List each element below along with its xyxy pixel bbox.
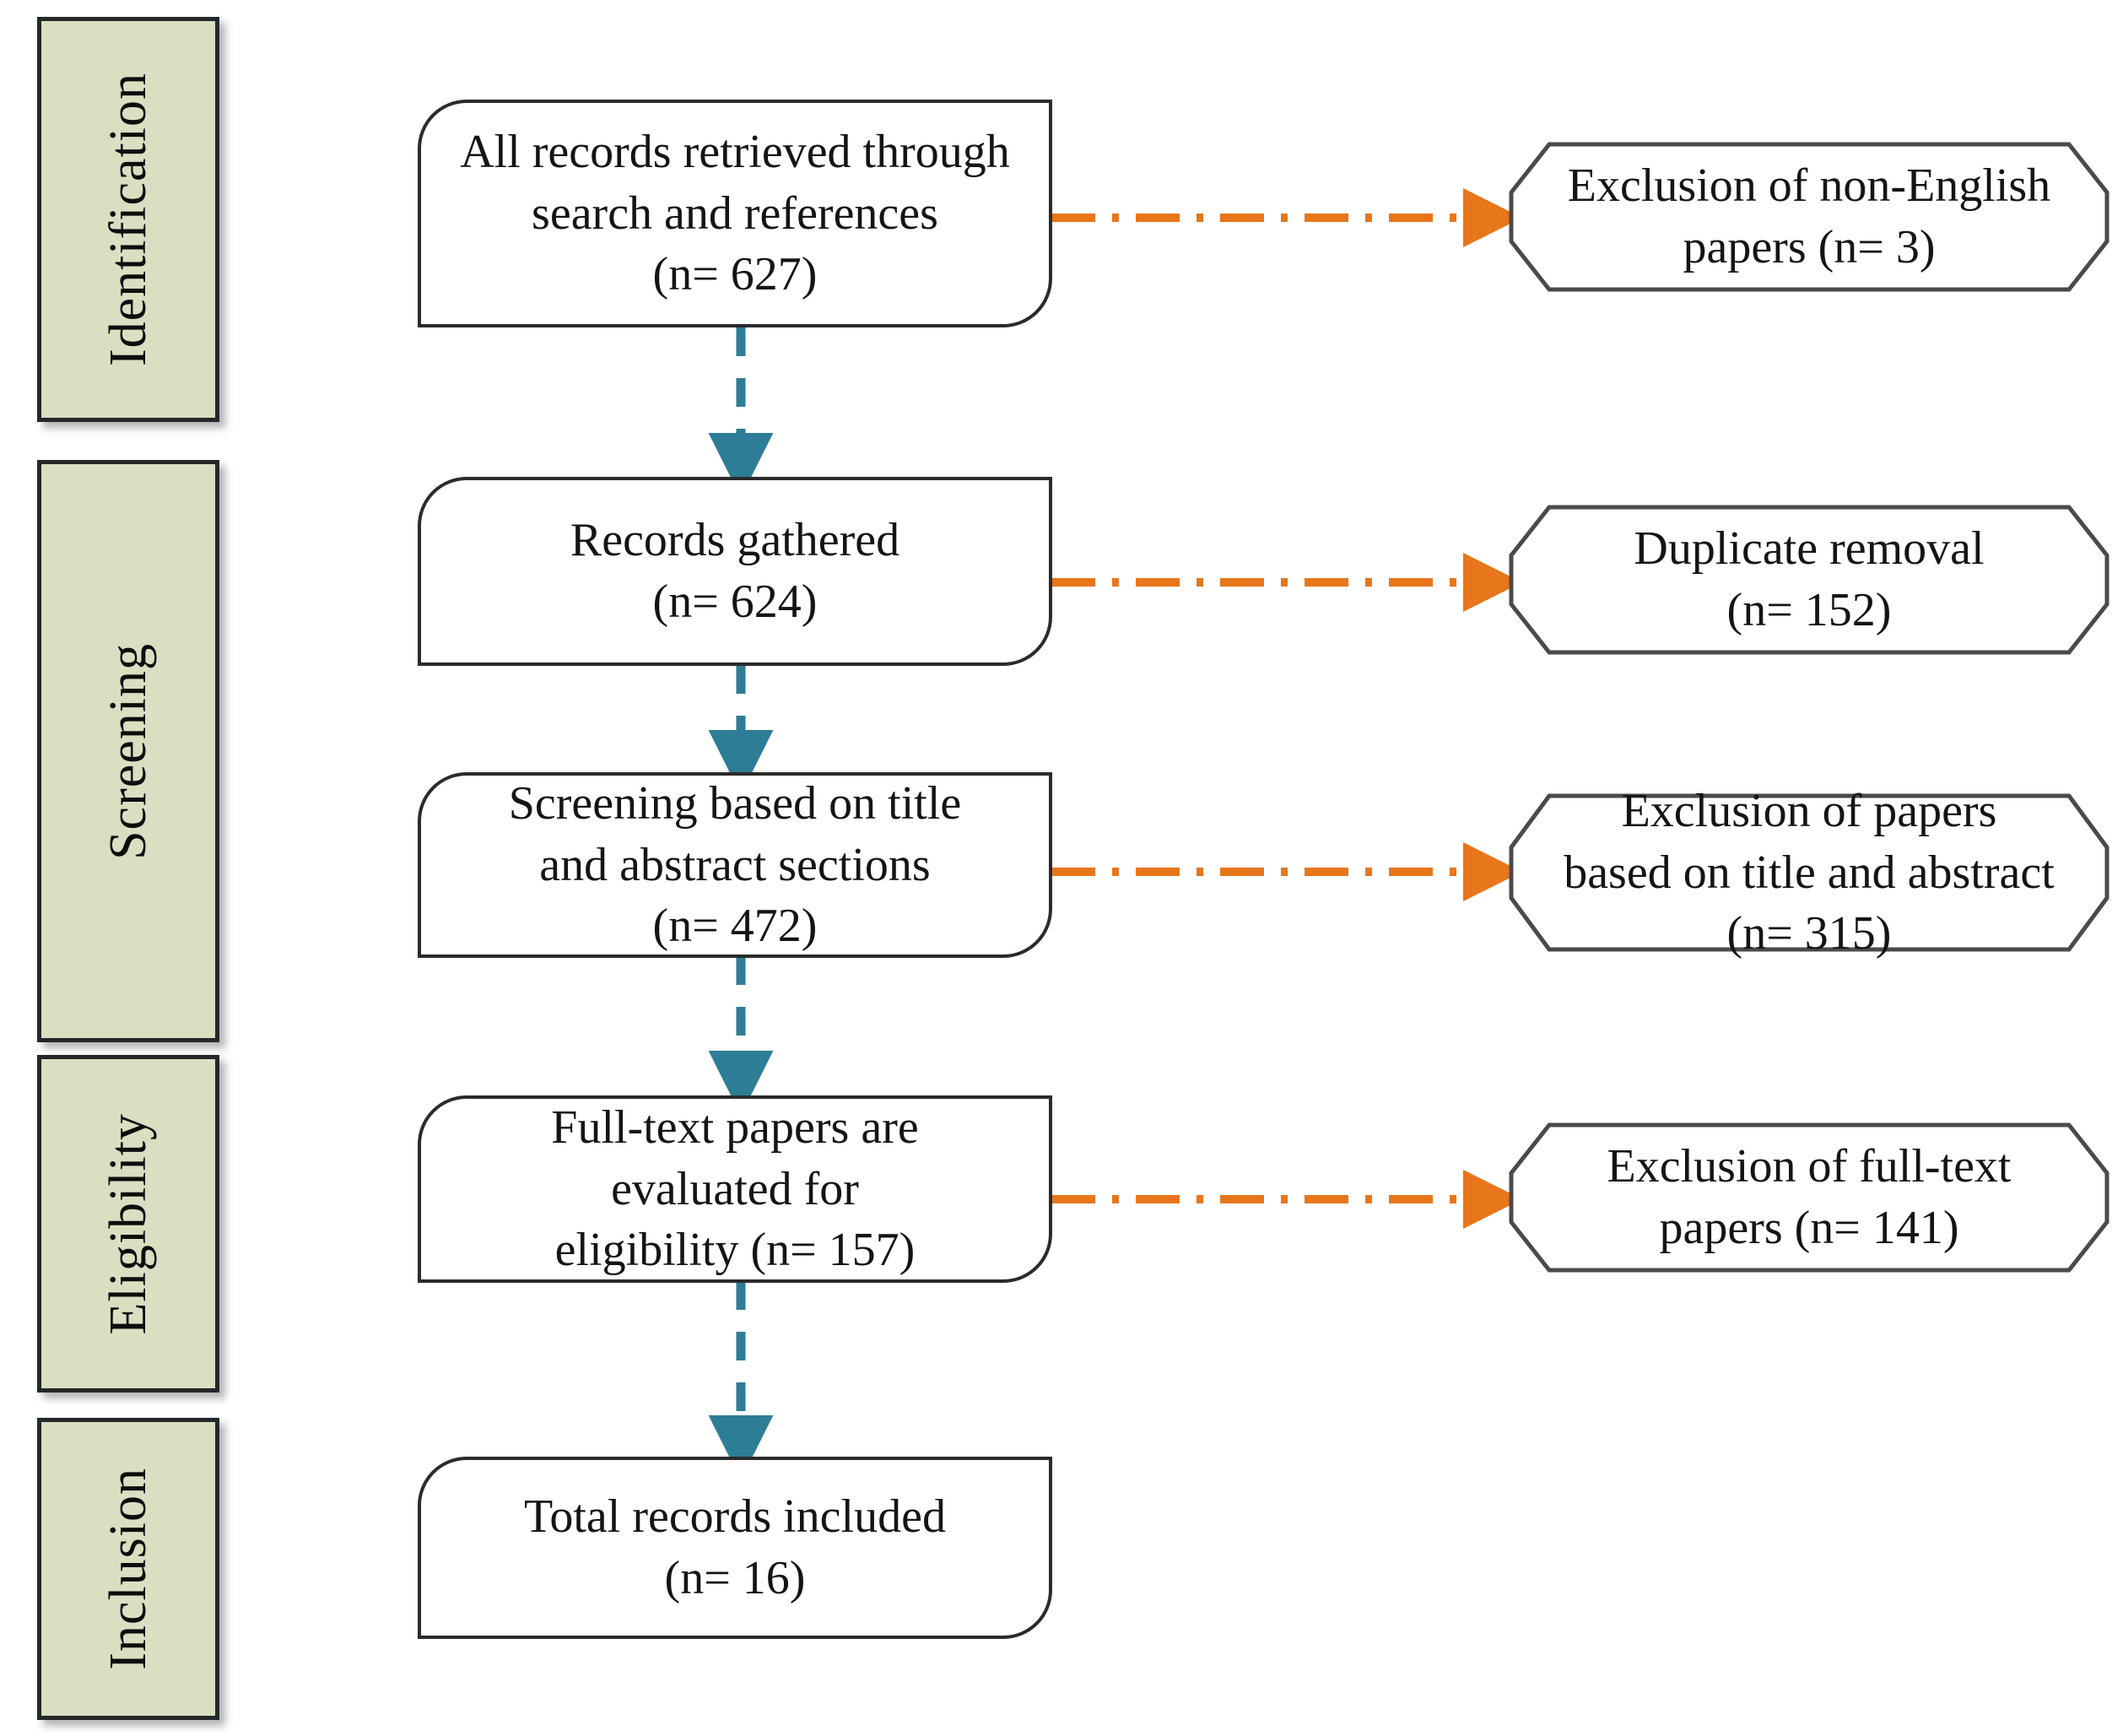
stage-box-total-included-text: Total records included (n= 16) — [524, 1490, 946, 1604]
exclusion-box-full-text-exclusion-text: Exclusion of full-text papers (n= 141) — [1607, 1140, 2012, 1254]
phase-label-identification: Identification — [100, 73, 157, 366]
phase-label-inclusion: Inclusion — [100, 1468, 157, 1670]
stage-box-title-abstract-screening-text: Screening based on title and abstract se… — [508, 776, 962, 953]
exclusion-box-non-english[interactable]: Exclusion of non-English papers (n= 3) — [1509, 142, 2109, 292]
exclusion-box-duplicate-removal-text: Duplicate removal (n= 152) — [1634, 522, 1985, 636]
exclusion-box-duplicate-removal[interactable]: Duplicate removal (n= 152) — [1509, 505, 2109, 655]
exclusion-box-full-text-exclusion[interactable]: Exclusion of full-text papers (n= 141) — [1509, 1122, 2109, 1273]
octagon-shape-title-abstract-exclusion — [1509, 793, 2109, 952]
stage-box-title-abstract-screening[interactable]: Screening based on title and abstract se… — [418, 772, 1052, 958]
phase-block-inclusion: Inclusion — [37, 1418, 219, 1720]
exclusion-box-non-english-text: Exclusion of non-English papers (n= 3) — [1567, 160, 2051, 273]
phase-label-screening: Screening — [100, 642, 157, 860]
phase-block-identification: Identification — [37, 17, 219, 422]
stage-box-full-text-eligibility-text: Full-text papers are evaluated for eligi… — [551, 1101, 919, 1277]
stage-box-records-retrieved[interactable]: All records retrieved through search and… — [418, 100, 1052, 327]
octagon-shape-non-english — [1509, 142, 2109, 292]
stage-box-records-retrieved-text: All records retrieved through search and… — [460, 125, 1010, 301]
stage-box-records-gathered-text: Records gathered (n= 624) — [570, 514, 900, 628]
exclusion-box-title-abstract-exclusion[interactable]: Exclusion of papers based on title and a… — [1509, 785, 2109, 960]
phase-label-eligibility: Eligibility — [100, 1112, 157, 1335]
stage-box-full-text-eligibility[interactable]: Full-text papers are evaluated for eligi… — [418, 1095, 1052, 1283]
octagon-shape-duplicate-removal — [1509, 505, 2109, 655]
exclusion-box-title-abstract-exclusion-text: Exclusion of papers based on title and a… — [1564, 784, 2055, 960]
octagon-shape-full-text-exclusion — [1509, 1122, 2109, 1273]
phase-block-screening: Screening — [37, 460, 219, 1042]
stage-box-total-included[interactable]: Total records included (n= 16) — [418, 1457, 1052, 1639]
stage-box-records-gathered[interactable]: Records gathered (n= 624) — [418, 477, 1052, 666]
phase-block-eligibility: Eligibility — [37, 1055, 219, 1393]
